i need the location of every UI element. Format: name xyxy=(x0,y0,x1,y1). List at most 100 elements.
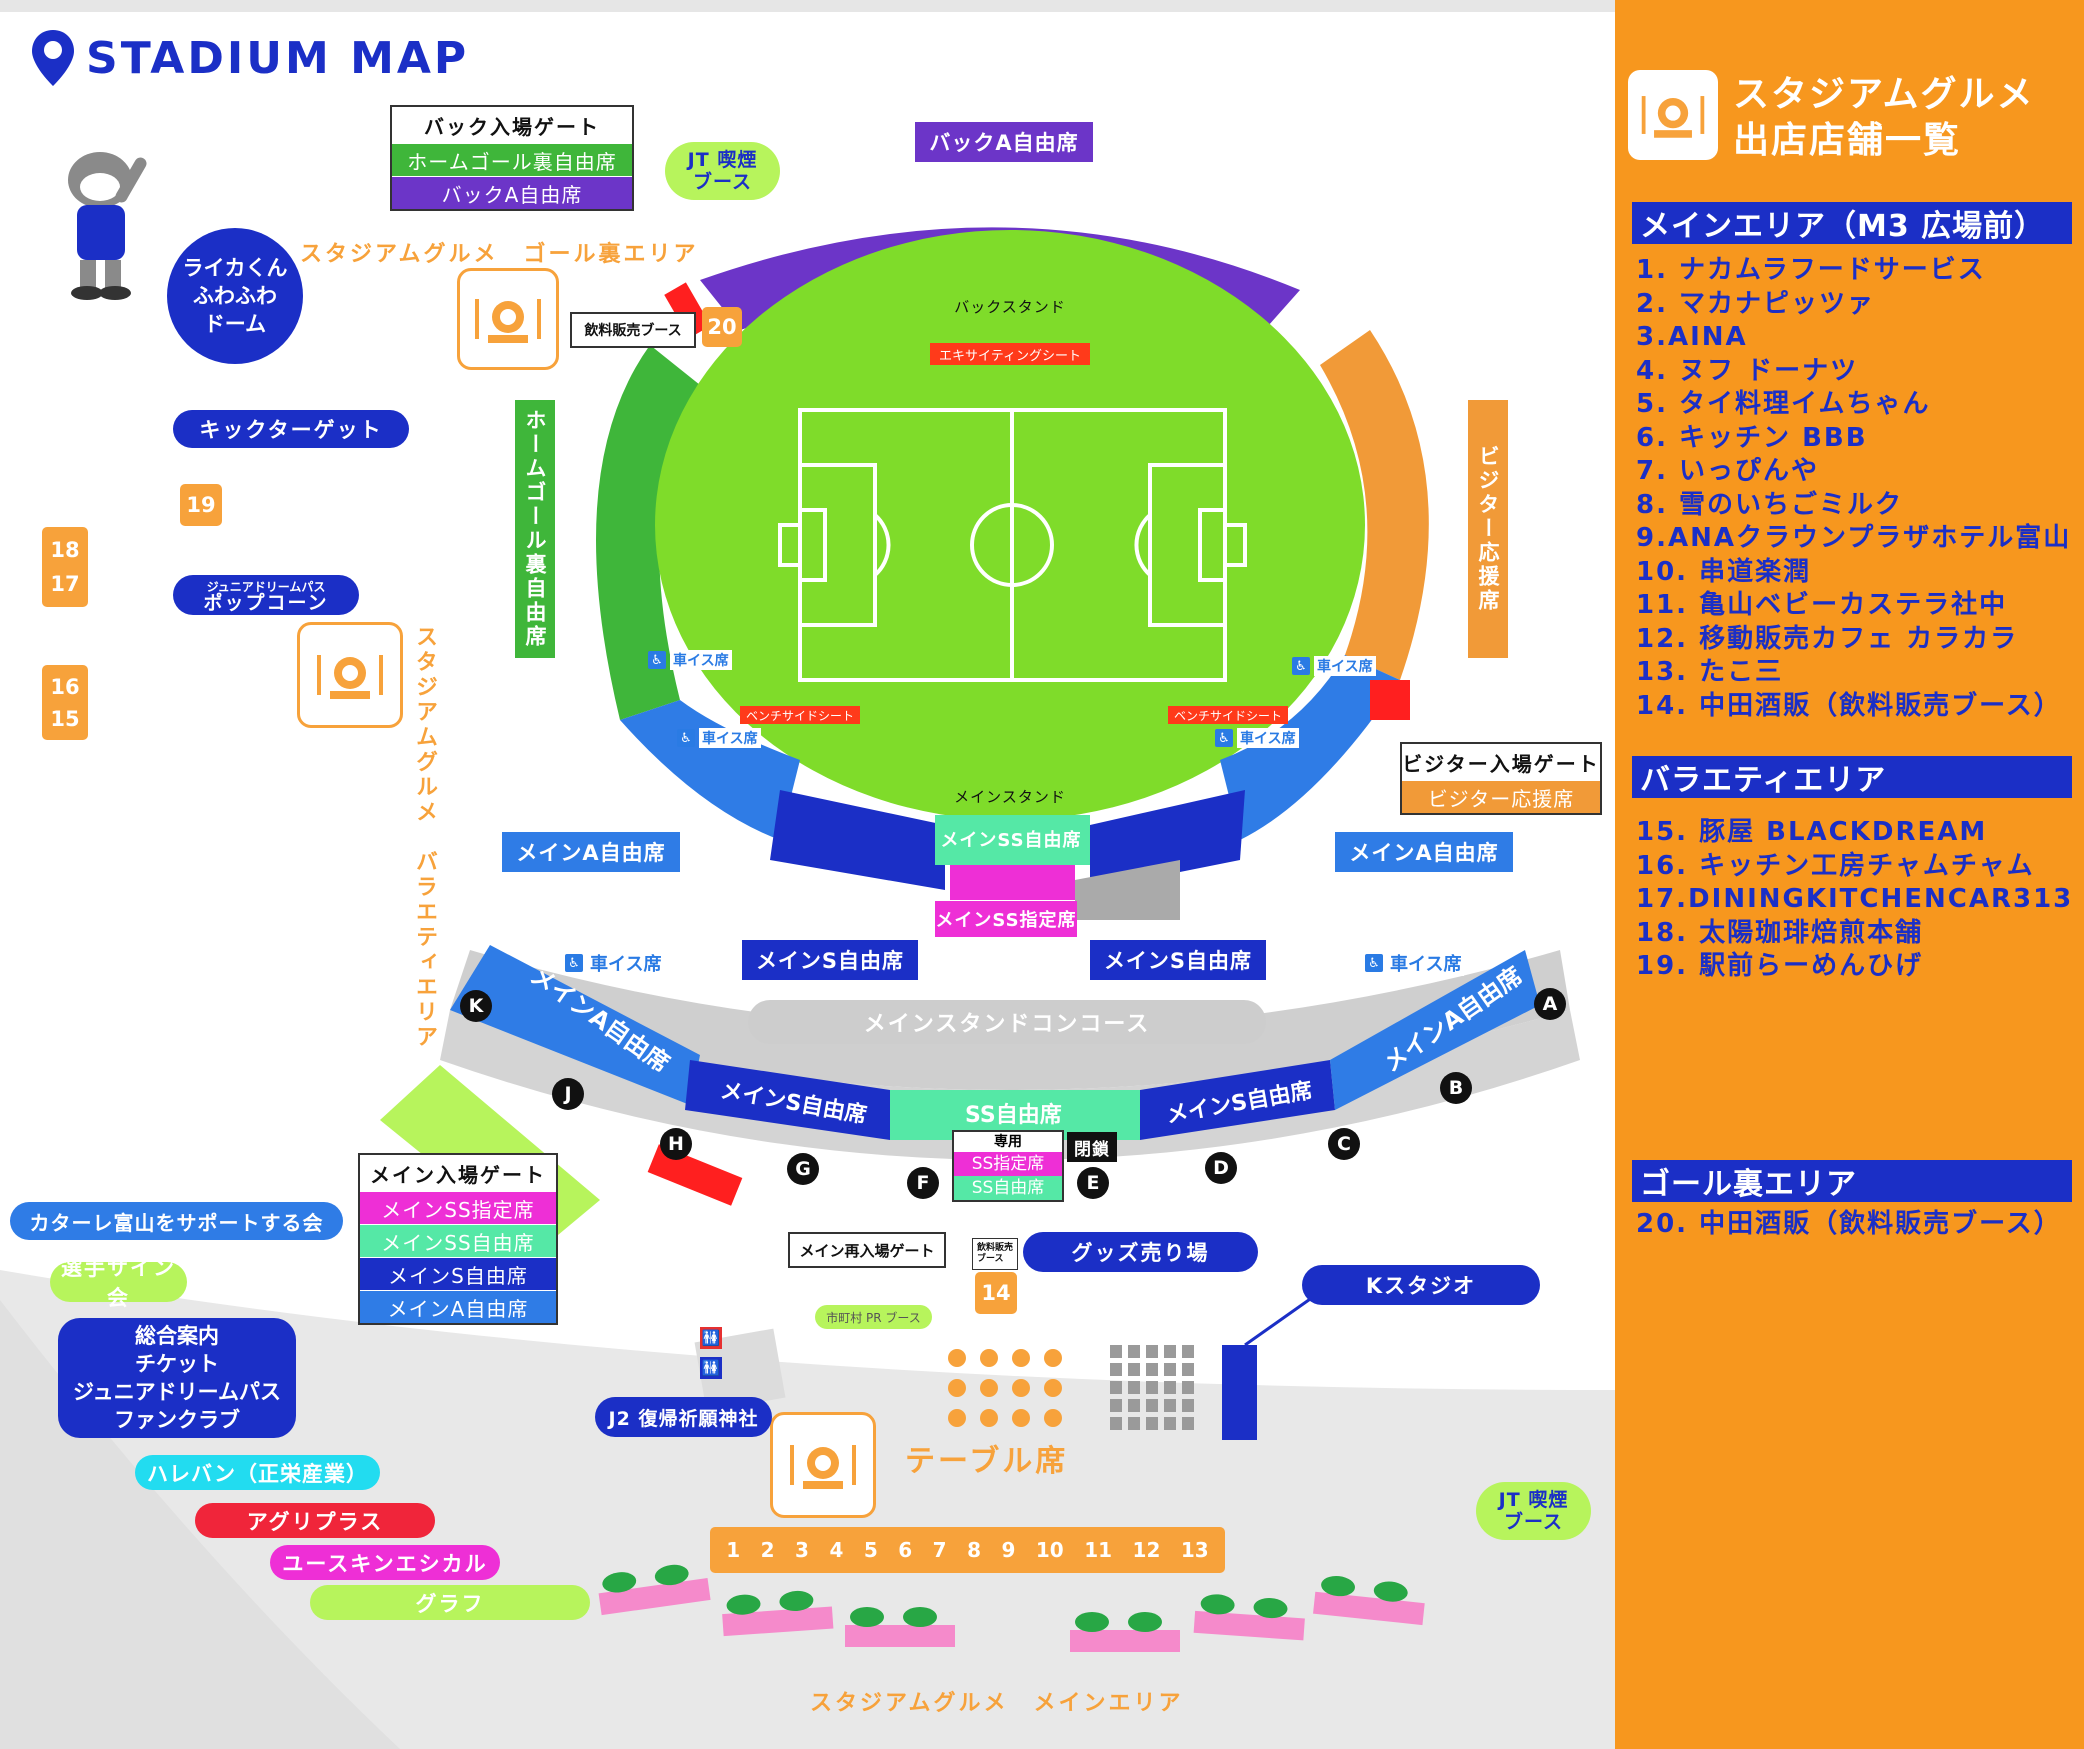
table-seat xyxy=(980,1409,998,1427)
gate-letter-g[interactable]: G xyxy=(787,1153,819,1185)
booth-number: 5 xyxy=(863,1538,878,1562)
dining-stall xyxy=(598,1564,711,1616)
booth-number: 3 xyxy=(795,1538,809,1562)
seating-block xyxy=(1146,1363,1158,1376)
seating-block xyxy=(1146,1381,1158,1394)
visitor-entry-gate: ビジター入場ゲート ビジター応援席 xyxy=(1400,742,1602,815)
visitor-stand xyxy=(1320,330,1429,680)
wheelchair-icon: ♿ xyxy=(677,729,695,747)
stadium-map-graphic xyxy=(0,0,1615,1749)
gate-row: メインSS自由席 xyxy=(360,1224,556,1257)
dining-stall xyxy=(1313,1575,1425,1626)
player-autograph[interactable]: 選手サイン会 xyxy=(50,1256,187,1310)
gate-letter-j[interactable]: J xyxy=(552,1078,584,1110)
table-seat xyxy=(1044,1379,1062,1397)
goods-shop[interactable]: グッズ売り場 xyxy=(1023,1232,1258,1272)
booth-20: 20 xyxy=(702,307,742,347)
home-goal-free-label: ホームゴール裏自由席 xyxy=(515,400,555,658)
gate-letter-h[interactable]: H xyxy=(660,1128,692,1160)
support-group[interactable]: カターレ富山をサポートする会 xyxy=(10,1202,343,1240)
table-seat xyxy=(1012,1409,1030,1427)
dining-stall xyxy=(1070,1612,1180,1652)
list-item: 8. 雪のいちごミルク xyxy=(1636,489,1904,520)
goal-area-list: 20. 中田酒販（飲料販売ブース） xyxy=(1636,1208,2062,1242)
jt-smoking-bottom[interactable]: JT 喫煙 ブース xyxy=(1476,1482,1591,1540)
main-a-right-label: メインA自由席 xyxy=(1335,832,1513,872)
goal-area-header: ゴール裏エリア xyxy=(1632,1160,2072,1202)
gate-letter-c[interactable]: C xyxy=(1328,1128,1360,1160)
graph[interactable]: グラフ xyxy=(310,1585,590,1620)
list-item: 18. 太陽珈琲焙煎本舗 xyxy=(1636,917,1924,948)
seating-block xyxy=(1182,1363,1194,1376)
gate-letter-d[interactable]: D xyxy=(1205,1152,1237,1184)
seating-block xyxy=(1182,1345,1194,1358)
panel-gourmet-icon xyxy=(1628,70,1718,160)
gourmet-main-icon xyxy=(770,1412,876,1518)
seating-block xyxy=(1128,1345,1140,1358)
gate-letter-f[interactable]: F xyxy=(907,1167,939,1199)
list-item: 15. 豚屋 BLACKDREAM xyxy=(1636,817,1988,847)
seating-block xyxy=(1110,1381,1122,1394)
gate-letter-k[interactable]: K xyxy=(460,990,492,1022)
gate-row: ホームゴール裏自由席 xyxy=(392,143,632,176)
seating-block xyxy=(1128,1381,1140,1394)
wheelchair-seat: ♿車イス席 xyxy=(1292,656,1376,676)
visitor-seat-label: ビジター応援席 xyxy=(1468,400,1508,658)
dining-stall xyxy=(722,1590,834,1637)
harevan[interactable]: ハレバン（正栄産業） xyxy=(135,1455,380,1490)
list-item: 3.AINA xyxy=(1636,322,1748,352)
list-item: 7. いっぴんや xyxy=(1636,456,1820,486)
seating-block xyxy=(1164,1417,1176,1430)
variety-area-header: バラエティエリア xyxy=(1632,756,2072,798)
fuwafuwa-dome[interactable]: ライカくん ふわふわ ドーム xyxy=(167,228,303,364)
booth-number: 13 xyxy=(1180,1538,1209,1562)
agriplus[interactable]: アグリプラス xyxy=(195,1503,435,1538)
booth-number: 10 xyxy=(1035,1538,1064,1562)
j2-shrine[interactable]: J2 復帰祈願神社 xyxy=(595,1397,772,1437)
gate-letter-b[interactable]: B xyxy=(1440,1072,1472,1104)
wheelchair-seat: ♿車イス席 xyxy=(648,650,732,670)
table-seat xyxy=(948,1379,966,1397)
gate-letter-a[interactable]: A xyxy=(1534,988,1566,1020)
gate-letter-e[interactable]: E xyxy=(1077,1167,1109,1199)
general-info[interactable]: 総合案内 チケット ジュニアドリームパス ファンクラブ xyxy=(58,1318,296,1438)
k-studio[interactable]: Kスタジオ xyxy=(1302,1265,1540,1305)
jt-smoking-top[interactable]: JT 喫煙 ブース xyxy=(665,142,780,200)
kicker-target[interactable]: キックターゲット xyxy=(173,410,409,448)
wheelchair-seat: ♿車イス席 xyxy=(565,950,665,976)
yuskin[interactable]: ユースキンエシカル xyxy=(270,1545,500,1580)
seating-block xyxy=(1146,1417,1158,1430)
seating-block xyxy=(1164,1381,1176,1394)
list-item: 17.DININGKITCHENCAR313 xyxy=(1636,884,2074,914)
main-ss-reserved-label: メインSS指定席 xyxy=(935,901,1077,937)
seating-block xyxy=(1128,1417,1140,1430)
list-item: 4. ヌフ ドーナツ xyxy=(1636,355,1859,386)
table-seat xyxy=(948,1409,966,1427)
variety-area-list: 15. 豚屋 BLACKDREAM 16. キッチン工房チャムチャム 17.DI… xyxy=(1636,816,2073,984)
drink-booth-label: 飲料販売ブース xyxy=(570,312,696,348)
list-item: 16. キッチン工房チャムチャム xyxy=(1636,850,2035,881)
booth-19: 19 xyxy=(180,484,222,526)
mascot-icon xyxy=(68,152,147,300)
list-item: 20. 中田酒販（飲料販売ブース） xyxy=(1636,1209,2062,1239)
main-entry-gate: メイン入場ゲート メインSS指定席 メインSS自由席 メインS自由席 メインA自… xyxy=(358,1153,558,1325)
booth-number: 7 xyxy=(932,1538,947,1562)
list-item: 6. キッチン BBB xyxy=(1636,422,1868,453)
seating-block xyxy=(1182,1381,1194,1394)
exciting-seat-label: エキサイティングシート xyxy=(930,343,1090,365)
wheelchair-seat: ♿車イス席 xyxy=(677,728,761,748)
table-seat xyxy=(948,1349,966,1367)
booth-14: 14 xyxy=(975,1272,1017,1314)
dedicated-gate: 専用 SS指定席 SS自由席 xyxy=(952,1130,1064,1202)
wheelchair-icon: ♿ xyxy=(565,954,583,972)
table-seat xyxy=(1044,1409,1062,1427)
pr-booth[interactable]: 市町村 PR ブース xyxy=(815,1305,932,1329)
wheelchair-icon: ♿ xyxy=(648,651,666,669)
main-reentry-gate: メイン再入場ゲート xyxy=(788,1232,946,1268)
seating-block xyxy=(1182,1399,1194,1412)
popcorn[interactable]: ジュニアドリームパス ポップコーン xyxy=(173,575,359,615)
bench-side-right: ベンチサイドシート xyxy=(1168,706,1288,724)
gate-row: メインSS指定席 xyxy=(360,1191,556,1224)
gourmet-store-panel xyxy=(1615,0,2084,1749)
